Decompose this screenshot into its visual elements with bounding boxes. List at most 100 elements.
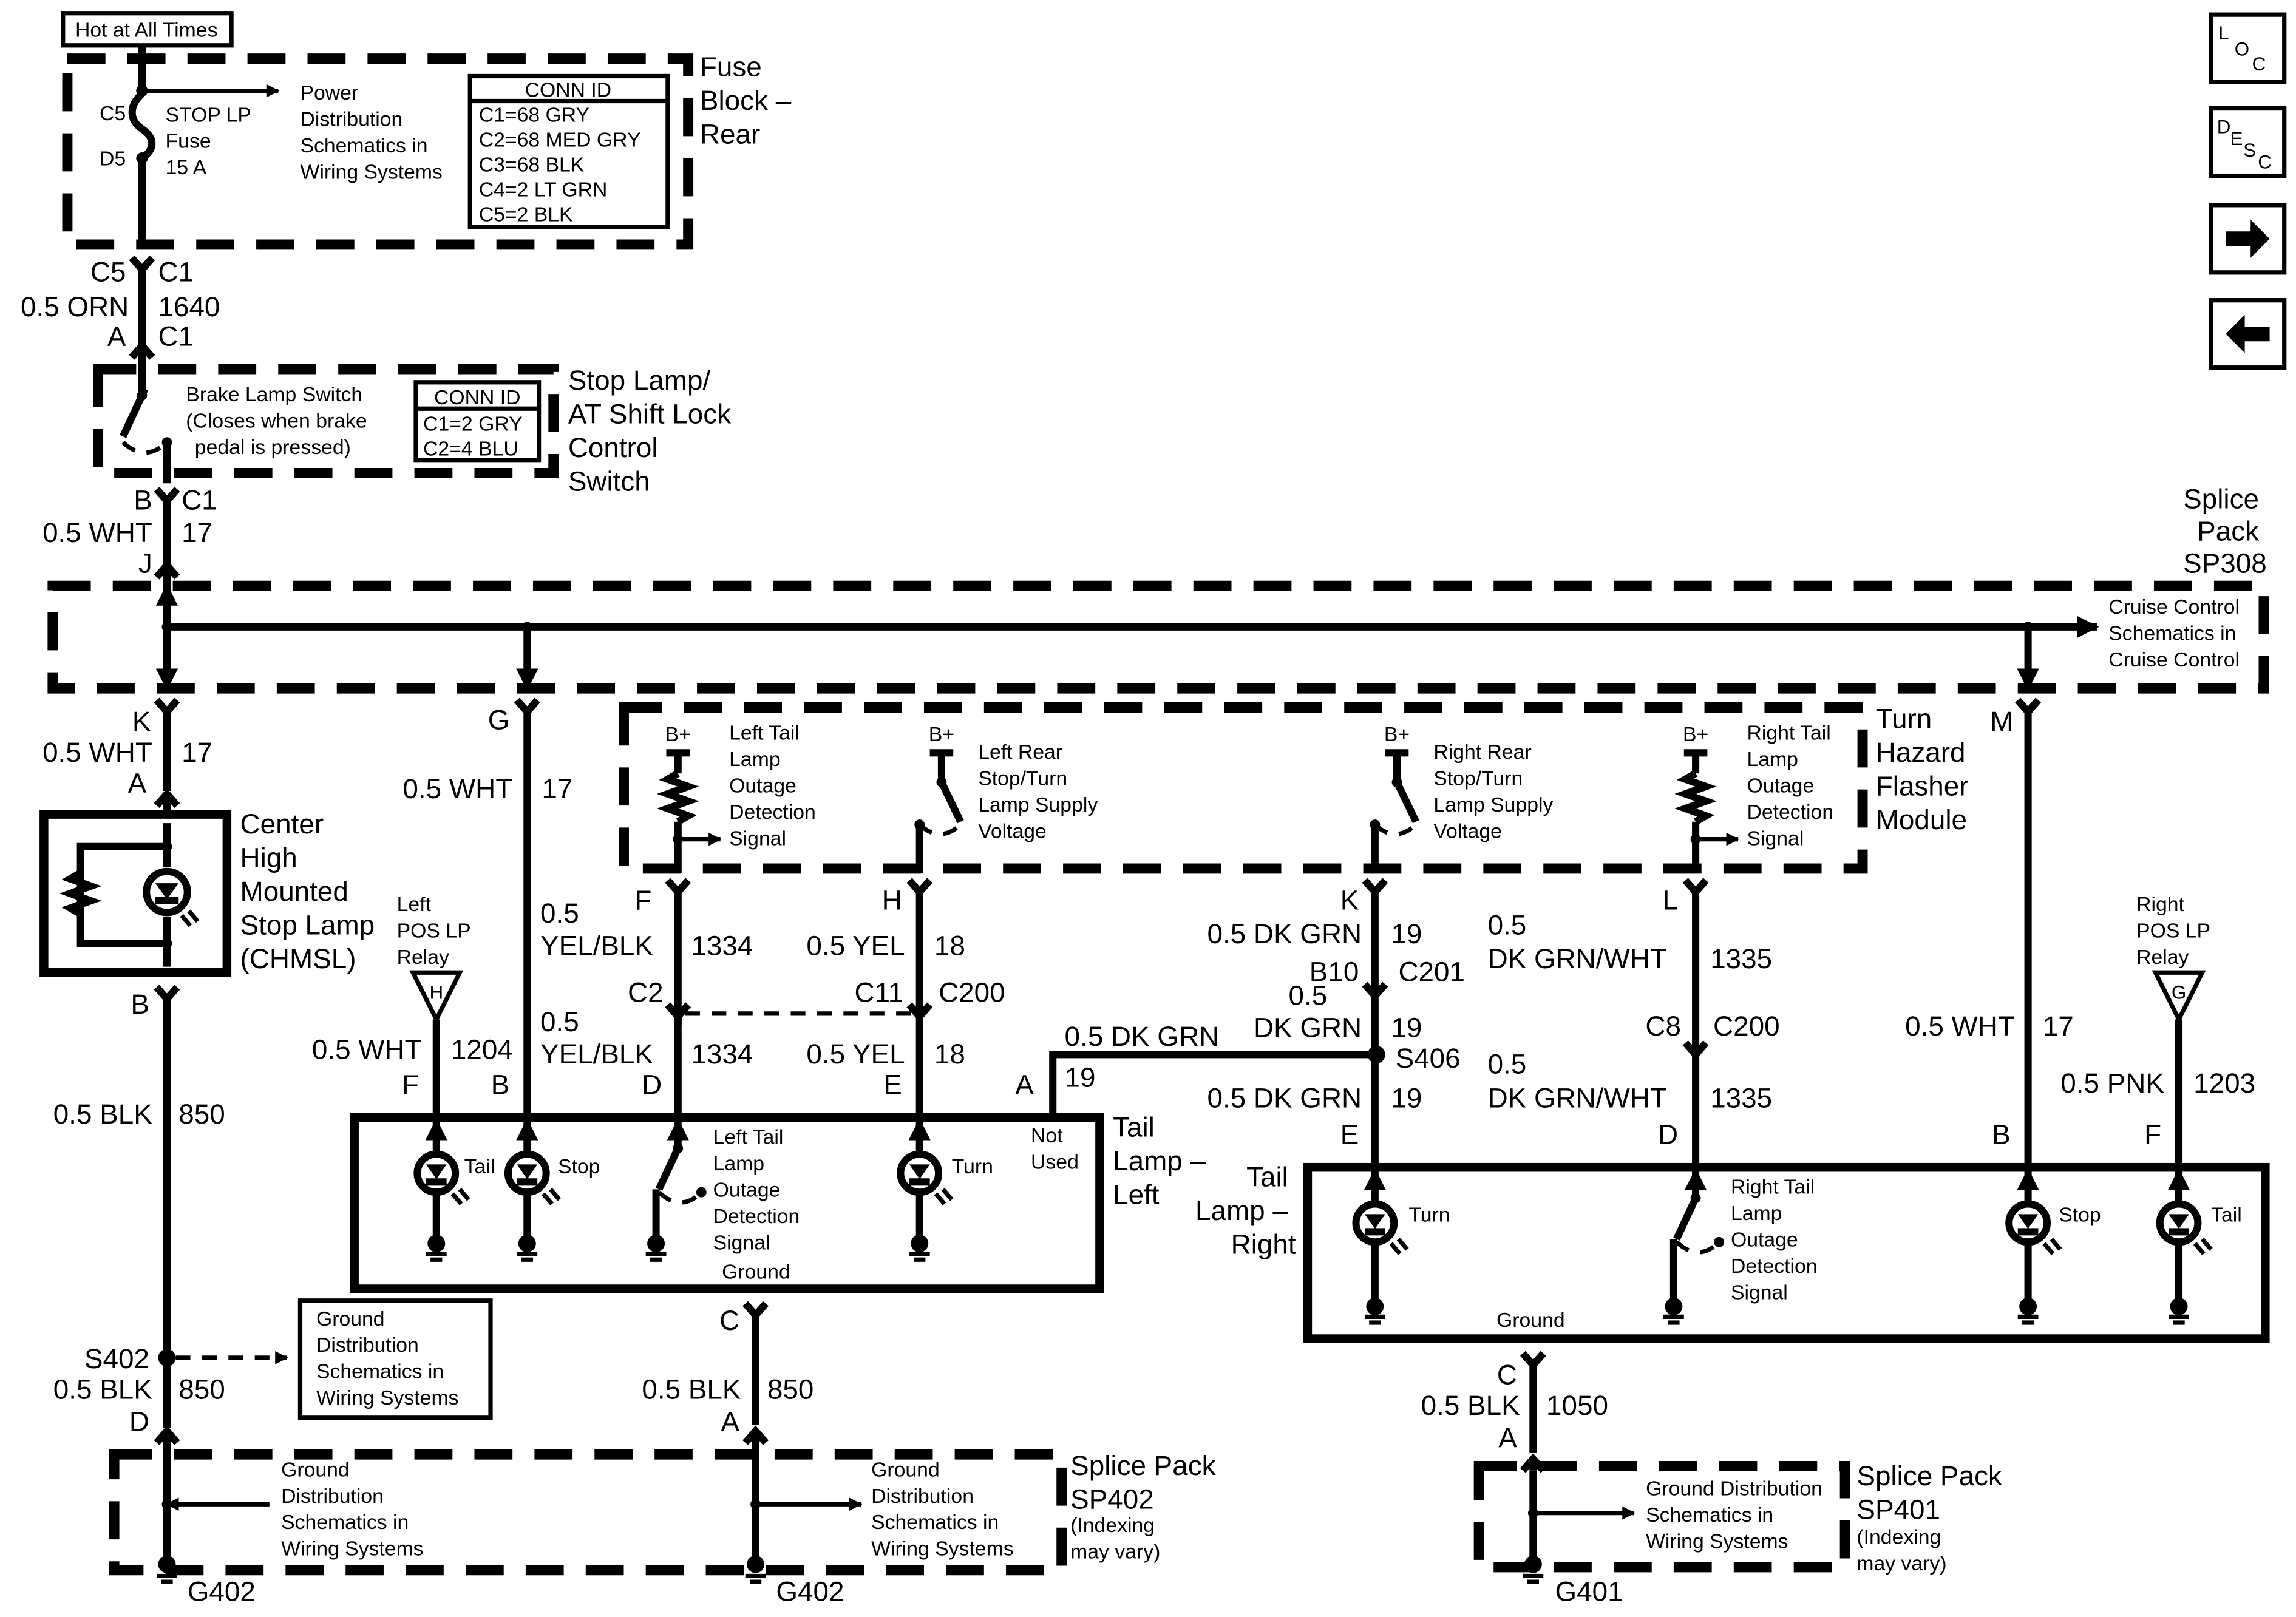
left-ground-label: Ground — [722, 1261, 790, 1284]
cruise-control-ref: Cruise Control Schematics in Cruise Cont… — [2108, 595, 2245, 671]
right-rear-relay-switch-icon — [1393, 780, 1419, 824]
wire-c-left-circuit: 850 — [767, 1374, 813, 1405]
bplus-label-1: B+ — [665, 723, 691, 746]
sp401-title: Splice Pack SP401 — [1856, 1460, 2009, 1525]
wire-switch-circuit: 17 — [182, 517, 212, 548]
ground-g401: G401 — [1555, 1576, 1623, 1607]
previous-page-button[interactable] — [2209, 298, 2287, 370]
fuse-block-title: Fuse Block – Rear — [700, 51, 799, 149]
wire-c-left-pin-bottom: A — [721, 1406, 739, 1437]
bplus-label-3: B+ — [1384, 723, 1410, 746]
wire-k2-gauge3: 0.5 DK GRN — [1207, 1082, 1362, 1113]
wire-fuse-gauge: 0.5 ORN — [21, 291, 129, 322]
right-pos-relay-pin: G — [2172, 982, 2186, 1003]
right-tail-outage-label: Right Tail Lamp Outage Detection Signal — [1747, 722, 1839, 850]
wire-l-gauge: 0.5 DK GRN/WHT — [1488, 910, 1667, 975]
wire-fuse-conn-bottom: C1 — [158, 320, 194, 351]
wire-h-conn-left: C11 — [855, 977, 904, 1008]
left-stop-bulb-icon — [504, 1118, 562, 1262]
wire-f-conn: C2 — [628, 977, 664, 1008]
left-stop-label: Stop — [558, 1155, 600, 1178]
wire-k-circuit: 17 — [182, 737, 212, 768]
left-pos-relay-label: Left POS LP Relay — [397, 893, 477, 969]
sp402-ground-ref-left: Ground Distribution Schematics in Wiring… — [281, 1458, 423, 1560]
fuse-pin-c5: C5 — [100, 102, 126, 125]
wire-l-circuit2: 1335 — [1710, 1082, 1772, 1113]
chmsl-title: Center High Mounted Stop Lamp (CHMSL) — [240, 808, 382, 974]
left-pos-relay-icon — [409, 970, 464, 1025]
tail-lamp-left-box — [350, 1113, 1104, 1293]
chmsl-pin-b: B — [131, 989, 149, 1020]
left-pos-relay-pin: H — [429, 982, 443, 1003]
wire-switch-gauge: 0.5 WHT — [42, 517, 152, 548]
desc-letter-d: D — [2217, 117, 2231, 138]
fuse-conn-id-list: C1=68 GRY C2=68 MED GRY C3=68 BLK C4=2 L… — [479, 103, 647, 226]
left-turn-label: Turn — [952, 1155, 993, 1178]
desc-letter-c: C — [2258, 151, 2272, 172]
loc-button[interactable]: L O C — [2209, 12, 2287, 84]
desc-letter-s: S — [2243, 140, 2256, 161]
wire-l-conn-right: C200 — [1713, 1011, 1780, 1042]
desc-letter-e: E — [2230, 128, 2243, 149]
wire-g-circuit: 17 — [542, 773, 572, 804]
wire-l-pin-bottom: D — [1658, 1119, 1678, 1150]
wire-fuse-pin-top: C5 — [90, 256, 126, 287]
left-tail-outage-label: Left Tail Lamp Outage Detection Signal — [729, 722, 821, 850]
wire-k2-gauge: 0.5 DK GRN — [1207, 918, 1362, 949]
loc-letter-o: O — [2235, 39, 2249, 60]
wire-switch-pin-bottom: J — [138, 547, 152, 578]
wire-k2-conn-left: B10 — [1309, 957, 1359, 988]
wire-f-pin: F — [634, 884, 651, 915]
wire-c-right-gauge: 0.5 BLK — [1421, 1390, 1520, 1421]
switch-conn-id-header: CONN ID — [434, 386, 521, 409]
wire-a19-circuit: 19 — [1065, 1062, 1096, 1093]
right-stop-label: Stop — [2059, 1203, 2101, 1226]
wire-a19-gauge: 0.5 DK GRN — [1065, 1021, 1220, 1052]
loc-letter-l: L — [2218, 22, 2229, 44]
tail-lamp-right-box — [1303, 1162, 2270, 1343]
wire-chmsl-gauge: 0.5 BLK — [53, 1099, 152, 1130]
right-outage-label: Right Tail Lamp Outage Detection Signal — [1731, 1176, 1823, 1304]
wire-c-right-pin: C — [1497, 1359, 1517, 1390]
splice-pack-sp402-box — [109, 1449, 1067, 1576]
wire-f-circuit2: 1334 — [691, 1039, 753, 1070]
right-turn-bulb-icon — [1352, 1168, 1409, 1325]
wire-a19-pin: A — [1015, 1070, 1034, 1100]
splice-s402-gauge: 0.5 BLK — [53, 1374, 152, 1405]
switch-conn-id-list: C1=2 GRY C2=4 BLU — [423, 412, 528, 460]
wire-h-circuit2: 18 — [934, 1039, 965, 1070]
fuse-conn-id-header: CONN ID — [525, 78, 612, 101]
sp402-ground-ref-right: Ground Distribution Schematics in Wiring… — [871, 1458, 1013, 1560]
wire-c-left-pin: C — [719, 1305, 739, 1336]
wire-fuse-conn-top: C1 — [158, 256, 194, 287]
wire-c-left-gauge: 0.5 BLK — [642, 1374, 741, 1405]
chmsl-resistor-icon — [59, 869, 102, 917]
splice-pack-sp401-box — [1473, 1461, 1850, 1573]
ground-distribution-ref-box — [297, 1298, 493, 1420]
fuse-icon — [128, 90, 156, 161]
desc-button[interactable]: D E S C — [2209, 106, 2287, 178]
wire-c-right-circuit: 1050 — [1546, 1390, 1608, 1421]
left-outage-label: Left Tail Lamp Outage Detection Signal — [713, 1126, 806, 1255]
wire-chmsl-circuit: 850 — [178, 1099, 225, 1130]
wire-c-right-pin-bottom: A — [1498, 1422, 1517, 1453]
flasher-module-box — [619, 702, 1868, 874]
wire-k-pin-top: K — [132, 706, 151, 737]
stop-lamp-switch-box — [93, 364, 559, 478]
loc-letter-c: C — [2252, 53, 2266, 75]
hot-at-all-times-label: Hot at All Times — [75, 18, 218, 41]
splice-s402-pin: D — [129, 1406, 149, 1437]
right-rear-supply-label: Right Rear Stop/Turn Lamp Supply Voltage — [1433, 741, 1558, 842]
wire-k2-conn-right: C201 — [1398, 957, 1465, 988]
wire-l-circuit: 1335 — [1710, 943, 1772, 974]
wire-k2-pin: K — [1340, 884, 1359, 915]
stop-switch-title: Stop Lamp/ AT Shift Lock Control Switch — [568, 365, 739, 497]
right-pos-relay-pin-f: F — [2144, 1119, 2161, 1150]
sp402-indexing: (Indexing may vary) — [1070, 1514, 1160, 1563]
wire-k2-pin-bottom: E — [1340, 1119, 1359, 1150]
hot-at-all-times-box — [61, 11, 234, 48]
splice-s406-label: S406 — [1396, 1043, 1461, 1074]
wire-h-pin: H — [882, 884, 902, 915]
wire-k-pin-bottom: A — [128, 767, 147, 798]
next-page-button[interactable] — [2209, 203, 2287, 275]
